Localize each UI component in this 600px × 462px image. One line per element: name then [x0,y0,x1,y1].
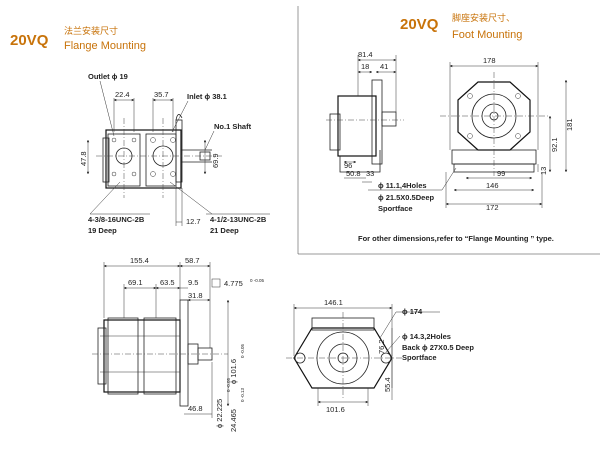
side-view-section: 155.4 58.7 69.1 63.5 9.5 31.8 4.775 0 -0… [92,256,265,432]
thread-inlet: 4-1/2-13UNC-2B [210,215,267,224]
foot-title-cn: 脚座安装尺寸、 [452,12,515,23]
dim-31-8: 31.8 [188,291,203,300]
front-dia-174: ϕ 174 [402,307,423,316]
dim-47-8: 47.8 [79,151,88,166]
dim-172: 172 [486,203,499,212]
dim-12-7: 12.7 [186,217,201,226]
foot-note: For other dimensions,refer to “Flange Mo… [358,234,554,243]
dim-101-6-tol: 0 -0.05 [240,343,245,358]
foot-mounting-section: 20VQ 脚座安装尺寸、 Foot Mounting 81.4 18 41 96… [297,6,600,255]
foot-holes-label: ϕ 11.1,4Holes [378,181,427,190]
dim-69-1: 69.1 [128,278,143,287]
flange-title-en: Flange Mounting [64,40,146,52]
foot-front-view-drawing [440,72,548,176]
dim-76-2: 76.2 [377,339,386,354]
dim-24-465-tol: 0 -0.13 [240,387,245,402]
thread-outlet: 4-3/8-16UNC-2B [88,215,145,224]
dim-101-6: 101.6 [326,405,345,414]
dim-22-4: 22.4 [115,90,130,99]
flange-mounting-section: 20VQ 法兰安装尺寸 Flange Mounting [10,25,270,235]
dim-4-775-tol: 0 -0.05 [250,278,265,283]
thread-outlet-depth: 19 Deep [88,226,117,235]
dim-146: 146 [486,181,499,190]
dim-146-1: 146.1 [324,298,343,307]
dim-18: 18 [361,62,369,71]
dim-35-7: 35.7 [154,90,169,99]
foot-title-en: Foot Mounting [452,29,522,41]
dim-33: 33 [366,169,374,178]
foot-sportface-word: Sportface [378,204,413,213]
front-view-section: 146.1 ϕ 174 ϕ 14.3,2Holes Back ϕ 27X0.5 … [286,298,474,414]
dim-50-8: 50.8 [346,169,361,178]
dim-4-775: 4.775 [224,279,243,288]
side-view-drawing [92,299,228,407]
inlet-label: Inlet ϕ 38.1 [187,92,227,101]
flange-view-drawing [96,114,222,198]
flange-title-cn: 法兰安装尺寸 [64,25,118,36]
outlet-label: Outlet ϕ 19 [88,72,128,81]
foot-model-title: 20VQ [400,16,439,33]
dim-22-225: ϕ 22.225 [215,399,224,428]
dim-69-9: 69.9 [211,153,220,168]
dim-92-1: 92.1 [550,137,559,152]
foot-spotface-label: ϕ 21.5X0.5Deep [378,193,434,202]
flange-model-title: 20VQ [10,32,49,49]
foot-side-view-drawing [326,79,404,173]
dim-24-465: 24.465 [229,409,238,432]
dim-9-5: 9.5 [188,278,198,287]
dim-81-4: 81.4 [358,50,373,59]
dim-41: 41 [380,62,388,71]
front-sportface: Sportface [402,353,437,362]
front-back-spotface: Back ϕ 27X0.5 Deep [402,343,474,352]
dim-96: 96 [344,161,352,170]
dim-155-4: 155.4 [130,256,149,265]
dim-63-5: 63.5 [160,278,175,287]
dim-101-6-dia: ϕ 101.6 [229,359,238,384]
thread-inlet-depth: 21 Deep [210,226,239,235]
front-holes: ϕ 14.3,2Holes [402,332,451,341]
dim-55-4: 55.4 [383,377,392,392]
dim-181: 181 [565,118,574,131]
shaft-label: No.1 Shaft [214,122,252,131]
dim-58-7: 58.7 [185,256,200,265]
dim-46-8: 46.8 [188,404,203,413]
dim-13: 13 [539,167,548,175]
dim-22-225-tol: 0 -0.05 [226,377,231,392]
dim-178: 178 [483,56,496,65]
dim-99: 99 [497,169,505,178]
